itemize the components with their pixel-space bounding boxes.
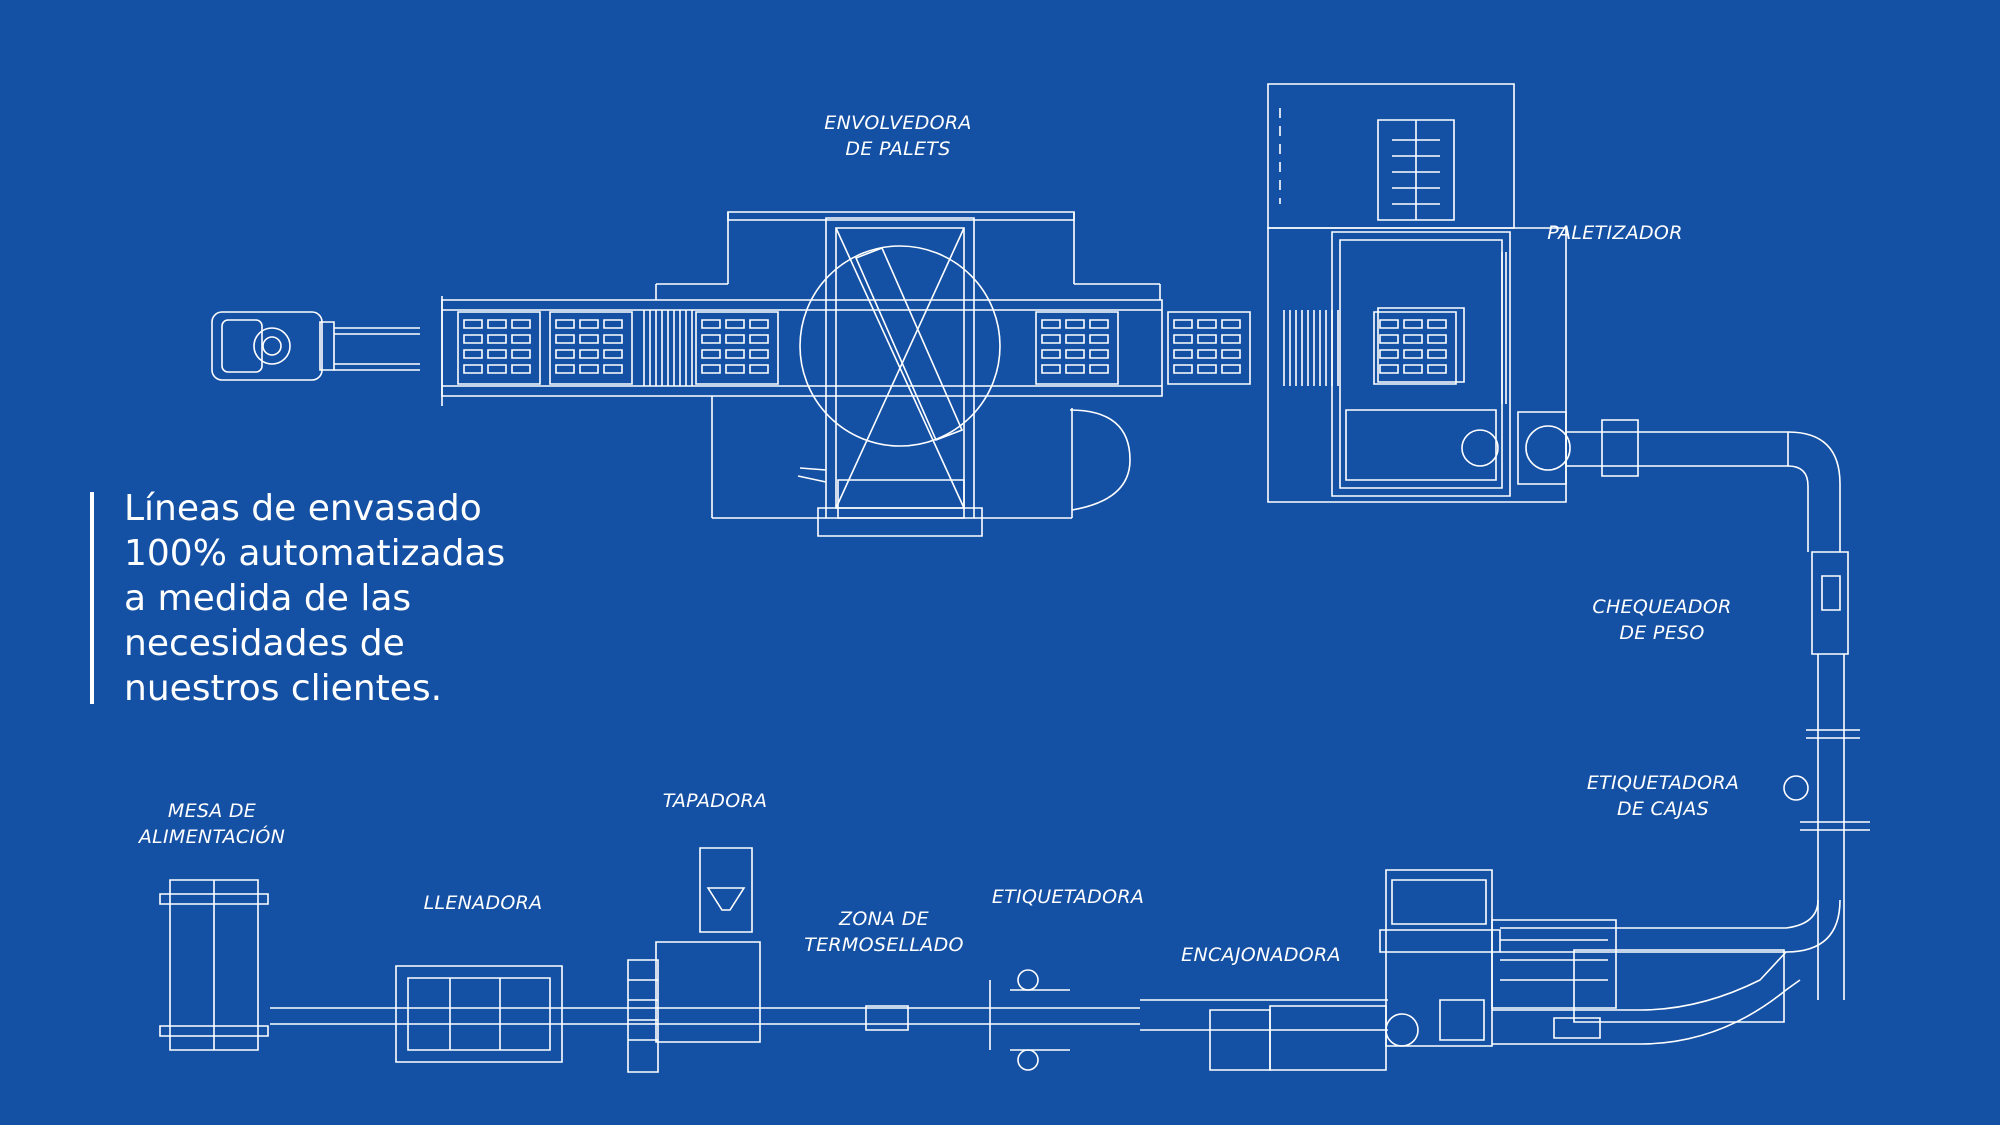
box: [464, 320, 482, 328]
pallet-wrapper-drawing: [656, 212, 1160, 536]
right-conveyor: [1500, 420, 1870, 1000]
box: [1174, 365, 1192, 373]
box: [726, 335, 744, 343]
pallet-load: [1168, 312, 1250, 384]
box: [1174, 320, 1192, 328]
label-paletizador: PALETIZADOR: [1547, 222, 1683, 244]
box: [512, 365, 530, 373]
forklift-drawing: [212, 312, 420, 380]
label-etiquetadora: ETIQUETADORA: [991, 886, 1145, 908]
box: [1090, 335, 1108, 343]
box: [1066, 335, 1084, 343]
box: [1042, 335, 1060, 343]
box: [1380, 365, 1398, 373]
box: [1198, 320, 1216, 328]
label-llenadora: LLENADORA: [423, 892, 543, 914]
box: [1222, 365, 1240, 373]
headline-accent-bar: [90, 492, 94, 704]
box: [580, 350, 598, 358]
box: [1380, 320, 1398, 328]
box: [702, 350, 720, 358]
box: [1222, 350, 1240, 358]
box: [1380, 350, 1398, 358]
box: [580, 335, 598, 343]
box: [1090, 320, 1108, 328]
box: [1198, 365, 1216, 373]
box: [580, 320, 598, 328]
box: [726, 320, 744, 328]
box: [1042, 350, 1060, 358]
box: [1174, 335, 1192, 343]
box: [464, 350, 482, 358]
label-tapadora: TAPADORA: [662, 790, 768, 812]
box: [488, 335, 506, 343]
pallet-load: [550, 312, 632, 384]
box: [1042, 320, 1060, 328]
box: [488, 350, 506, 358]
box: [702, 320, 720, 328]
box: [604, 335, 622, 343]
box: [750, 320, 768, 328]
box: [464, 335, 482, 343]
box: [1428, 365, 1446, 373]
box: [1404, 320, 1422, 328]
box: [1066, 320, 1084, 328]
box: [726, 365, 744, 373]
box: [1198, 350, 1216, 358]
box: [1222, 320, 1240, 328]
box: [702, 365, 720, 373]
box: [512, 320, 530, 328]
box: [464, 365, 482, 373]
box: [604, 365, 622, 373]
box: [488, 320, 506, 328]
box: [580, 365, 598, 373]
label-encajonadora: ENCAJONADORA: [1181, 944, 1341, 966]
box: [750, 350, 768, 358]
box: [1404, 350, 1422, 358]
pallet-load: [458, 312, 540, 384]
box: [1404, 335, 1422, 343]
box: [556, 365, 574, 373]
box: [604, 350, 622, 358]
pallet-conveyor-line: [442, 296, 1456, 406]
box: [726, 350, 744, 358]
box: [1222, 335, 1240, 343]
bottom-line: [160, 848, 1800, 1072]
pallet-load: [1036, 312, 1118, 384]
box: [1066, 350, 1084, 358]
box: [512, 350, 530, 358]
box: [1042, 365, 1060, 373]
box: [556, 320, 574, 328]
pallet-load: [696, 312, 778, 384]
pallet-load: [1374, 312, 1456, 384]
palletizer-drawing: [1268, 84, 1570, 502]
box: [1380, 335, 1398, 343]
box: [604, 320, 622, 328]
box: [1066, 365, 1084, 373]
box: [1090, 350, 1108, 358]
box: [1404, 365, 1422, 373]
box: [556, 350, 574, 358]
box: [1428, 335, 1446, 343]
box: [1428, 320, 1446, 328]
box: [750, 335, 768, 343]
box: [1090, 365, 1108, 373]
box: [702, 335, 720, 343]
box: [1428, 350, 1446, 358]
box: [512, 335, 530, 343]
box: [556, 335, 574, 343]
box: [488, 365, 506, 373]
headline: Líneas de envasado 100% automatizadas a …: [124, 488, 506, 709]
box: [1198, 335, 1216, 343]
box: [1174, 350, 1192, 358]
box: [750, 365, 768, 373]
